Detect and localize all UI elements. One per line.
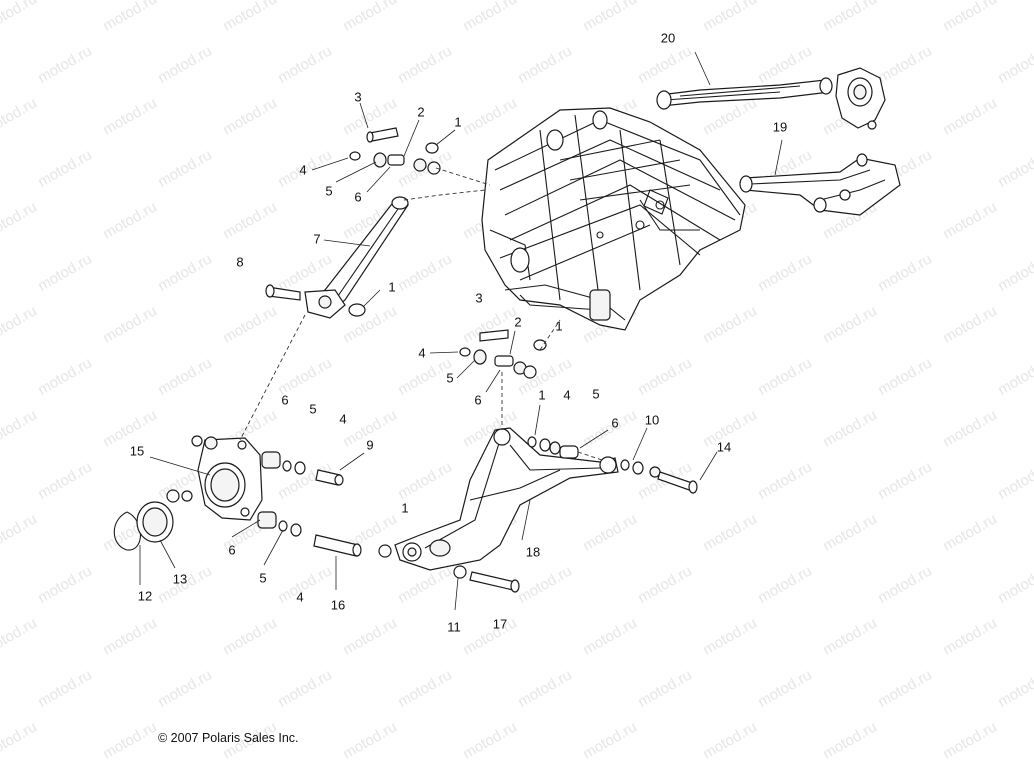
callout-11: 11 [447, 619, 461, 635]
callout-5: 5 [592, 386, 600, 402]
upper-mount-hardware [349, 127, 441, 175]
callout-5: 5 [325, 183, 333, 199]
callout-6: 6 [228, 542, 236, 558]
callout-14: 14 [716, 439, 732, 455]
callout-7: 7 [313, 231, 321, 247]
assembly-lines [239, 167, 603, 461]
callout-6: 6 [611, 415, 619, 431]
callout-2: 2 [514, 314, 522, 330]
callout-17: 17 [492, 616, 508, 632]
callout-8: 8 [236, 254, 244, 270]
copyright-text: © 2007 Polaris Sales Inc. [158, 731, 299, 745]
callout-3: 3 [354, 89, 362, 105]
bottom-hardware [378, 544, 520, 593]
callout-4: 4 [296, 589, 304, 605]
callout-4: 4 [418, 345, 426, 361]
callout-18: 18 [525, 544, 541, 560]
leader-lines [139, 51, 783, 611]
callout-1: 1 [555, 318, 563, 334]
callout-1: 1 [401, 500, 409, 516]
bearing-carrier-15 [191, 435, 263, 521]
callout-4: 4 [563, 387, 571, 403]
lower-a-arm-18 [394, 427, 619, 571]
callout-5: 5 [446, 370, 454, 386]
callout-2: 2 [417, 104, 425, 120]
callout-20: 20 [660, 30, 676, 46]
frame-assembly [481, 107, 746, 331]
knuckle-hardware [257, 451, 362, 557]
tie-rod-7 [265, 196, 409, 319]
callout-9: 9 [366, 437, 374, 453]
callout-1: 1 [538, 387, 546, 403]
callout-5: 5 [309, 401, 317, 417]
callout-13: 13 [172, 571, 188, 587]
callout-6: 6 [354, 189, 362, 205]
callout-1: 1 [454, 114, 462, 130]
callout-5: 5 [259, 570, 267, 586]
callout-1: 1 [388, 279, 396, 295]
callout-16: 16 [330, 597, 346, 613]
callout-3: 3 [475, 290, 483, 306]
lower-control-arm-19 [739, 153, 901, 216]
callout-6: 6 [474, 392, 482, 408]
callout-10: 10 [644, 412, 660, 428]
right-mount-hardware [527, 436, 698, 494]
callout-12: 12 [137, 588, 153, 604]
callout-19: 19 [772, 119, 788, 135]
center-mount-hardware [459, 329, 547, 379]
upper-control-arm-20 [656, 67, 886, 130]
bearing-and-snap-ring [113, 489, 193, 551]
callout-15: 15 [129, 443, 145, 459]
callout-4: 4 [339, 411, 347, 427]
callout-6: 6 [281, 392, 289, 408]
callout-4: 4 [299, 162, 307, 178]
